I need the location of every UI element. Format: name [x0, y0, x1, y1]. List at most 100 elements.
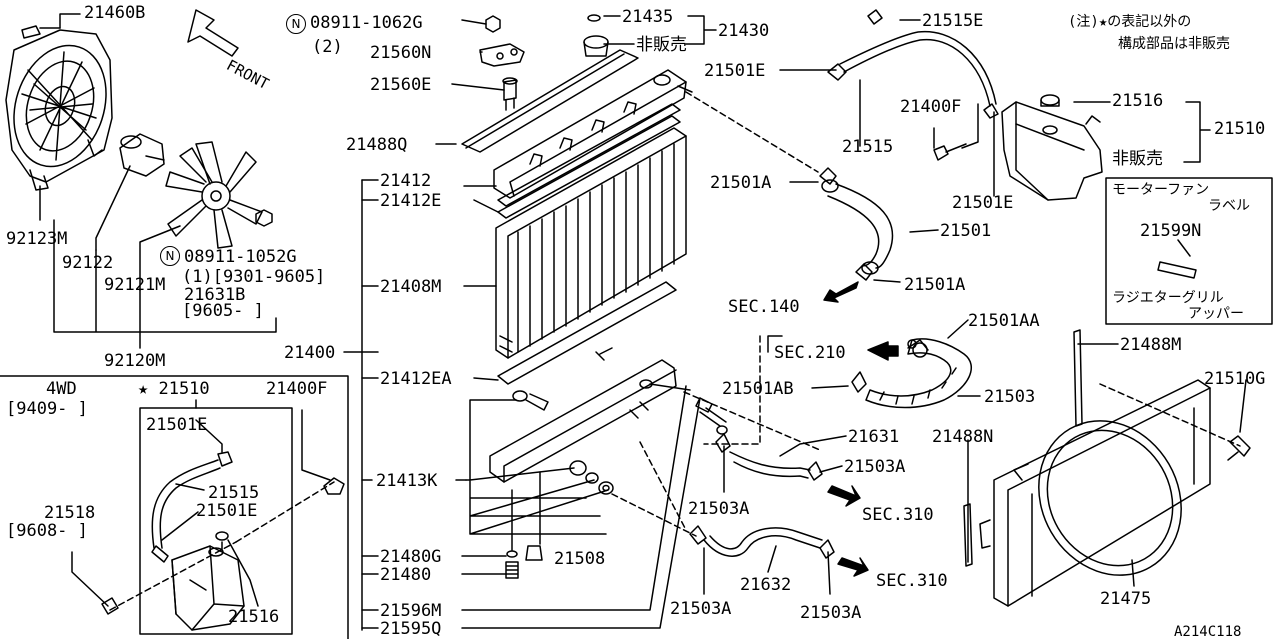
part-label-21412e: 21412E	[380, 191, 442, 211]
section-ref-140: SEC.140	[728, 297, 800, 317]
part-label-92120m: 92120M	[104, 351, 166, 371]
arrow-sec310b-icon	[837, 557, 869, 577]
part-label-21631b: 21631B	[184, 285, 246, 305]
inset-hose-drawing	[151, 451, 233, 563]
inset-4wd-box	[0, 375, 349, 639]
nut-drawing	[255, 209, 273, 227]
part-label-21408m: 21408M	[380, 277, 442, 297]
reservoir-tank-drawing	[1001, 101, 1103, 201]
part-label-21560e: 21560E	[370, 75, 432, 95]
part-label-21501aa: 21501AA	[968, 311, 1040, 331]
inset-leaders	[161, 399, 259, 607]
section-ref-310-1: SEC.310	[862, 505, 934, 525]
leader-lines-center	[343, 19, 701, 631]
part-label-21503a-4: 21503A	[800, 603, 862, 623]
motor-fan-label-2: ラベル	[1208, 198, 1250, 214]
part-label-21503a-2: 21503A	[688, 499, 750, 519]
part-label-21501e-inset-1: 21501E	[146, 415, 208, 435]
reservoir-hose-drawing	[839, 30, 997, 107]
n-symbol-icon-2: N	[160, 246, 180, 266]
part-label-21501: 21501	[940, 221, 992, 241]
part-label-92123m: 92123M	[6, 229, 68, 249]
radiator-grille-label-1: ラジエターグリル	[1112, 290, 1224, 306]
fan-shroud-drawing	[5, 25, 113, 191]
part-label-21515: 21515	[842, 137, 894, 157]
part-label-21501e-mid: 21501E	[952, 193, 1014, 213]
part-label-21516-inset: 21516	[228, 607, 280, 627]
part-label-21596m: 21596M	[380, 601, 442, 621]
upper-hose-drawing	[821, 179, 894, 275]
seal-21412	[497, 103, 681, 207]
seal-21412e	[497, 115, 681, 219]
part-label-21503a-3: 21503A	[670, 599, 732, 619]
part-label-21632: 21632	[740, 575, 792, 595]
part-label-21488n: 21488N	[932, 427, 994, 447]
part-label-21430: 21430	[718, 21, 770, 41]
fan-blade-drawing	[165, 141, 263, 249]
part-label-21488m: 21488M	[1120, 335, 1182, 355]
part-label-21412ea: 21412EA	[380, 369, 452, 389]
variant-label-4wd: 4WD	[46, 379, 77, 399]
part-label-21503a-1: 21503A	[844, 457, 906, 477]
part-label-21631: 21631	[848, 427, 900, 447]
fan-motor-drawing	[119, 133, 165, 177]
sec210-bracket	[767, 335, 783, 353]
part-label-21595q: 21595Q	[380, 619, 442, 639]
inset-clip-21518	[71, 551, 119, 615]
label-box-drawing	[1105, 177, 1273, 325]
part-label-21518: 21518	[44, 503, 96, 523]
part-label-21413k: 21413K	[376, 471, 438, 491]
reservoir-cap-drawing	[1040, 94, 1060, 107]
part-label-21475: 21475	[1100, 589, 1152, 609]
part-label-21510g: 21510G	[1204, 369, 1266, 389]
part-label-21501e-inset-2: 21501E	[196, 501, 258, 521]
range-label-9409: [9409- ]	[6, 399, 88, 419]
bolt-drawing-top	[933, 127, 967, 161]
fan-shroud-21475-drawing	[979, 379, 1211, 607]
nut-drawing-top	[485, 15, 501, 33]
part-label-08911-1062g: 08911-1062G	[310, 13, 423, 33]
oil-cooler-hose-21632	[703, 527, 823, 557]
part-label-92121m: 92121M	[104, 275, 166, 295]
quantity-label: (2)	[312, 37, 343, 57]
part-label-21480: 21480	[380, 565, 432, 585]
range-label-9605: [9605- ]	[182, 301, 264, 321]
top-seal-drawing	[461, 49, 639, 153]
part-label-21480g: 21480G	[380, 547, 442, 567]
note-line-2: 構成部品は非販売	[1118, 36, 1230, 52]
cap-21430	[583, 14, 609, 57]
motor-fan-label-1: モーターファン	[1112, 182, 1210, 198]
front-arrow-icon	[187, 9, 239, 57]
part-label-21501e-top: 21501E	[704, 61, 766, 81]
seal-21412ea	[497, 281, 677, 385]
part-label-21599n: 21599N	[1140, 221, 1202, 241]
part-label-21501ab: 21501AB	[722, 379, 794, 399]
quantity-range-label: (1)[9301-9605]	[182, 267, 326, 287]
section-ref-310-2: SEC.310	[876, 571, 948, 591]
part-label-21400f-inset: 21400F	[266, 379, 328, 399]
part-label-star-21510: ★ 21510	[138, 379, 210, 399]
not-for-sale-label: 非販売	[636, 35, 687, 55]
strip-21488n	[963, 503, 973, 567]
part-label-92122: 92122	[62, 253, 114, 273]
radiator-grille-label-2: アッパー	[1188, 306, 1244, 322]
n-symbol-icon: N	[286, 14, 306, 34]
radiator-core-drawing	[495, 127, 687, 359]
part-label-21516-top: 21516	[1112, 91, 1164, 111]
part-label-08911-1052g: 08911-1052G	[184, 247, 297, 267]
part-label-21501a-1: 21501A	[710, 173, 772, 193]
part-label-21488q: 21488Q	[346, 135, 408, 155]
range-label-9608: [9608- ]	[6, 521, 88, 541]
inset-reservoir-drawing	[171, 531, 245, 631]
part-label-21400: 21400	[284, 343, 336, 363]
part-label-21508: 21508	[554, 549, 606, 569]
arrow-sec210-icon	[867, 341, 899, 361]
mount-21560e	[502, 77, 518, 111]
leader-lines-top-right	[603, 15, 1247, 595]
drain-parts-drawing	[505, 460, 614, 579]
part-label-21510: 21510	[1214, 119, 1266, 139]
figure-code: A214C118	[1174, 624, 1242, 640]
leader-lines-left	[39, 13, 277, 349]
